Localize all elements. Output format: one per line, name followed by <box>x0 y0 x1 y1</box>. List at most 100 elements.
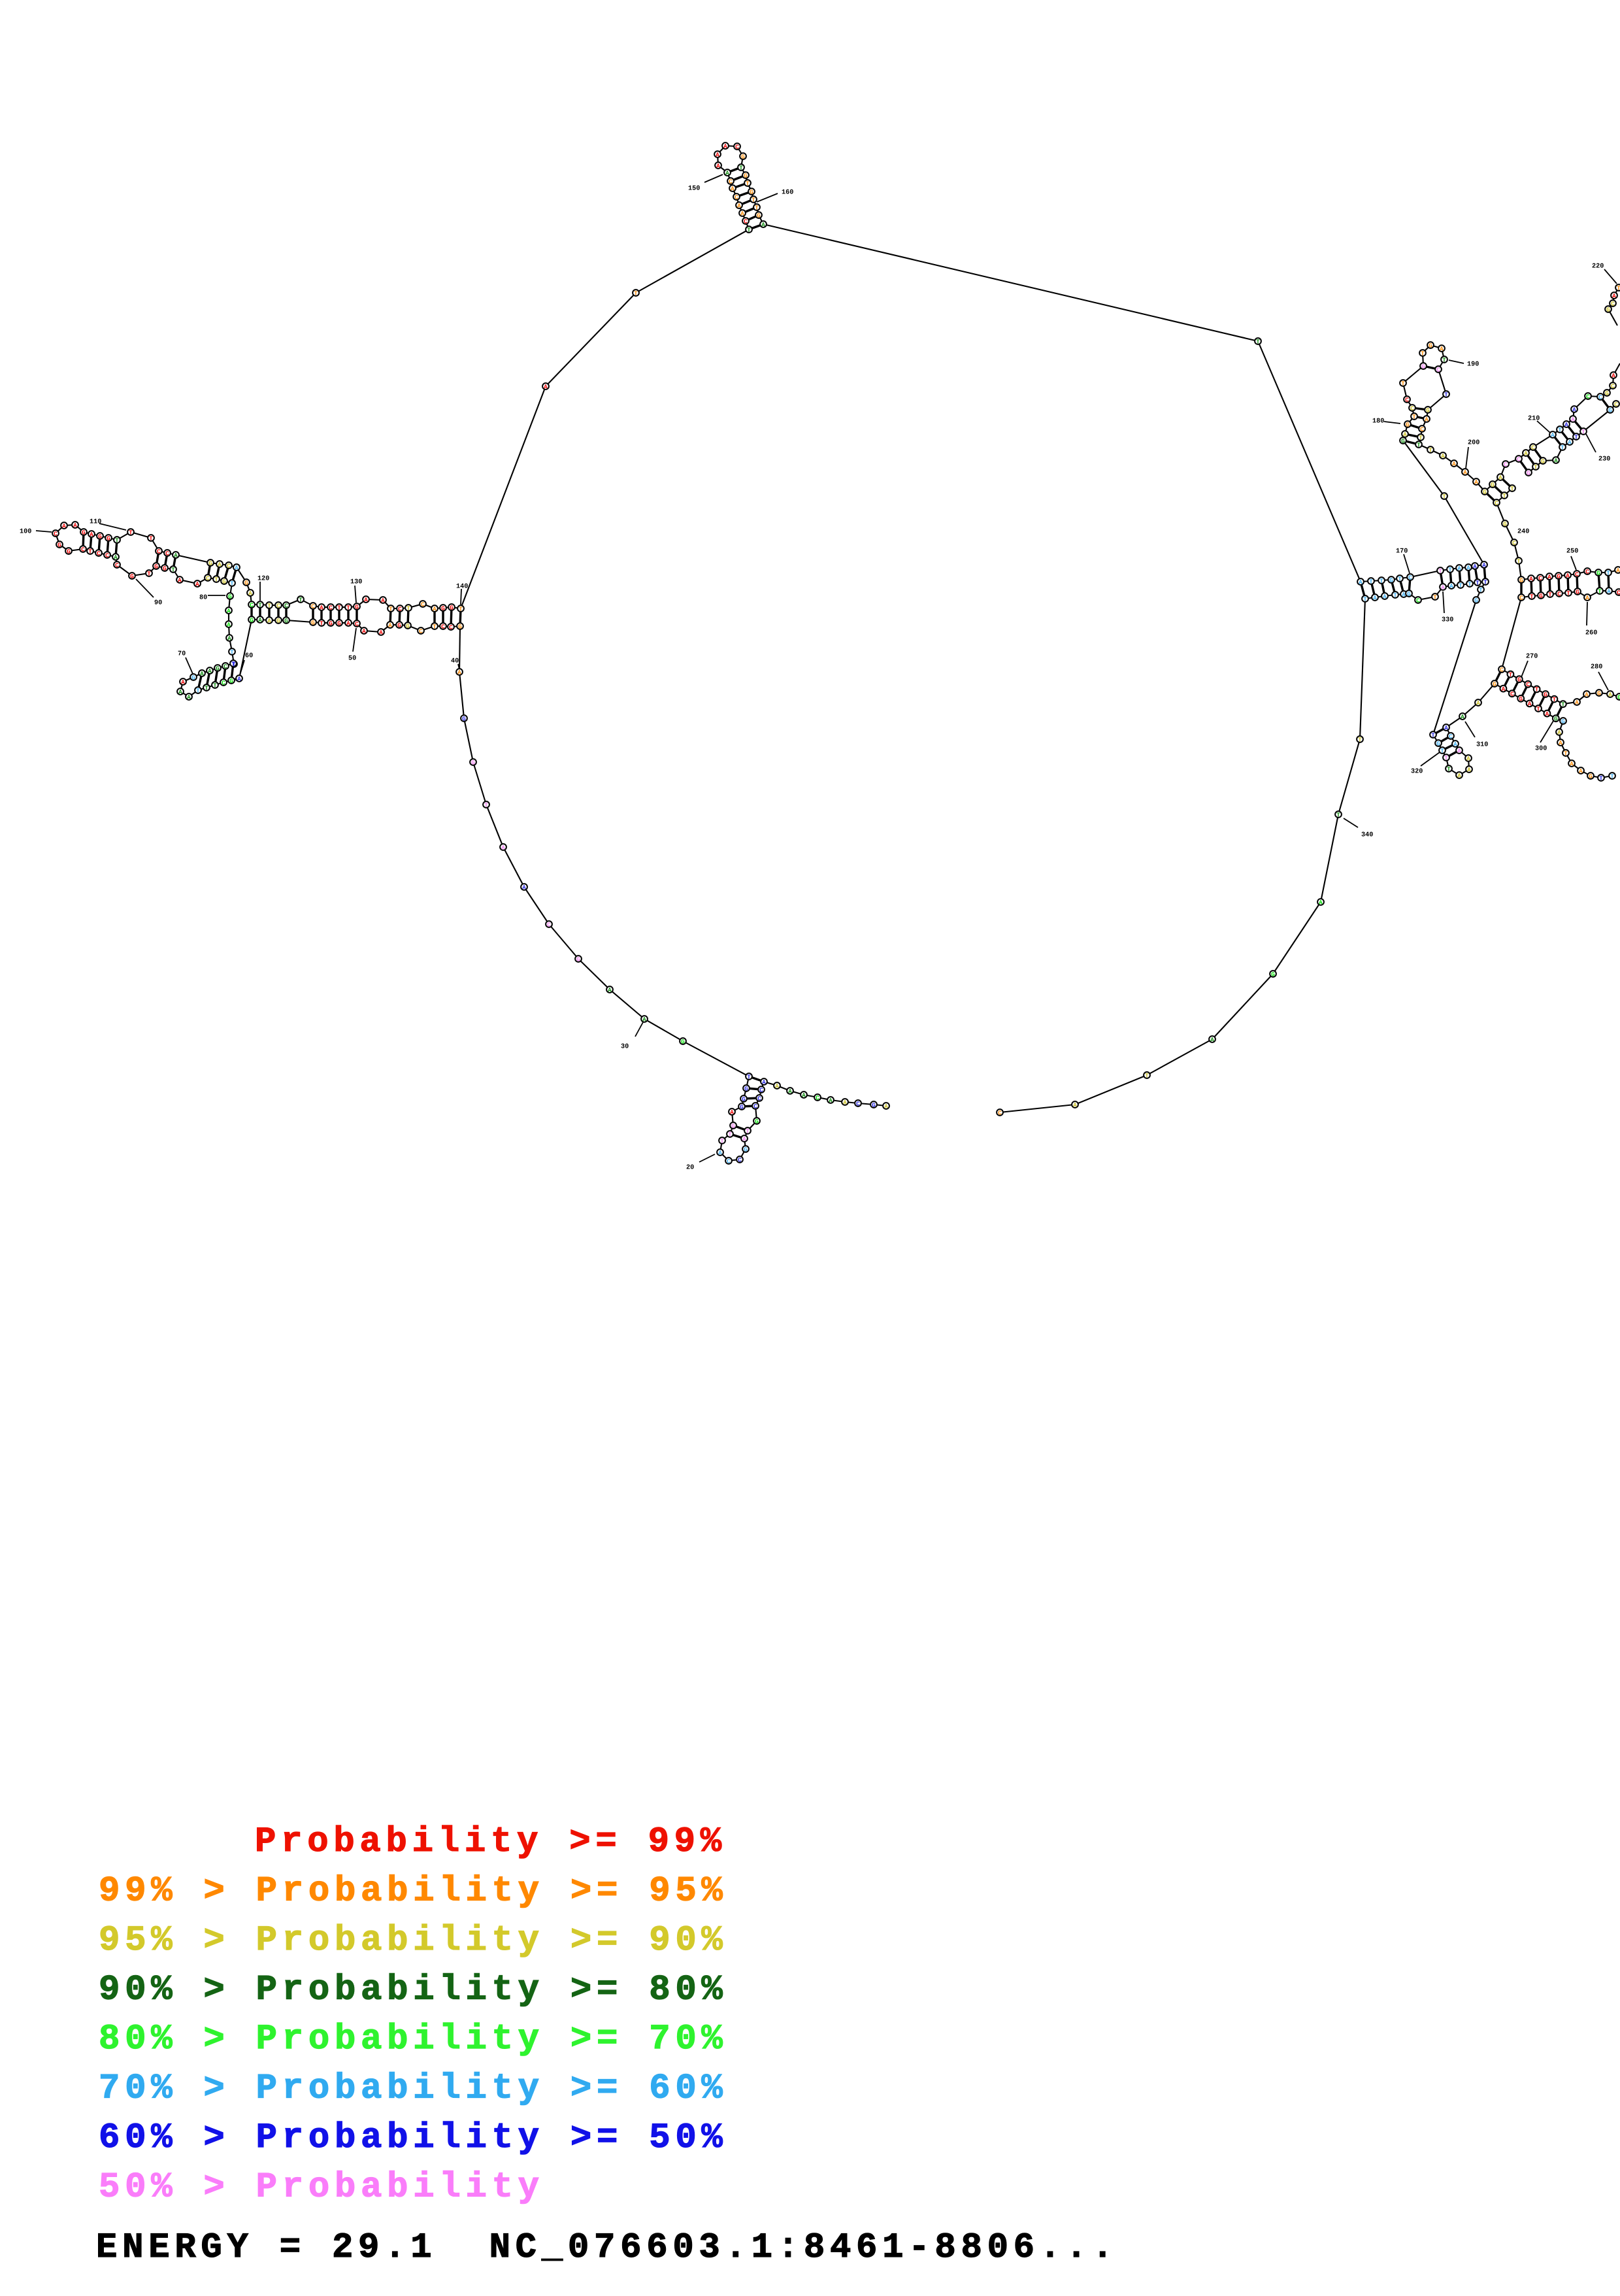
svg-text:T: T <box>1581 428 1585 435</box>
svg-text:A: A <box>1463 469 1467 476</box>
svg-text:C: C <box>223 663 227 670</box>
svg-text:T: T <box>232 661 236 668</box>
svg-text:G: G <box>576 956 580 963</box>
svg-text:Probability >= 99%: Probability >= 99% <box>255 1822 727 1862</box>
svg-text:A: A <box>737 202 741 209</box>
svg-text:210: 210 <box>1528 416 1540 423</box>
svg-text:C: C <box>1500 666 1504 673</box>
svg-text:G: G <box>130 573 134 580</box>
svg-text:A: A <box>174 552 178 559</box>
svg-text:A: A <box>1425 416 1429 423</box>
svg-text:T: T <box>1561 444 1564 451</box>
svg-text:G: G <box>1557 573 1561 580</box>
svg-text:A: A <box>1444 724 1448 731</box>
svg-text:G: G <box>1503 520 1507 527</box>
svg-text:A: A <box>1498 474 1502 481</box>
svg-text:G: G <box>107 535 110 542</box>
svg-text:320: 320 <box>1411 769 1423 776</box>
svg-text:G: G <box>1401 437 1405 444</box>
svg-text:G: G <box>1539 592 1543 599</box>
svg-text:A: A <box>62 522 66 529</box>
svg-text:60% > Probability >= 50%: 60% > Probability >= 50% <box>99 2118 728 2158</box>
svg-text:G: G <box>471 759 475 766</box>
svg-text:T: T <box>459 605 463 612</box>
svg-text:G: G <box>1519 695 1523 703</box>
svg-text:A: A <box>1571 416 1575 423</box>
svg-text:A: A <box>1474 478 1478 486</box>
svg-text:A: A <box>1441 452 1445 459</box>
svg-text:A: A <box>1373 594 1377 601</box>
svg-text:G: G <box>250 616 254 624</box>
svg-text:G: G <box>1544 691 1547 698</box>
svg-text:G: G <box>1407 590 1411 597</box>
svg-text:T: T <box>149 535 153 542</box>
svg-text:T: T <box>1447 765 1451 773</box>
svg-text:G: G <box>757 212 761 219</box>
svg-text:A: A <box>1612 372 1615 379</box>
svg-text:T: T <box>1419 434 1423 441</box>
svg-text:T: T <box>1431 731 1435 739</box>
svg-text:T: T <box>1548 591 1552 598</box>
svg-text:G: G <box>1483 488 1487 495</box>
svg-text:G: G <box>337 620 341 627</box>
svg-text:A: A <box>1319 899 1323 906</box>
svg-text:A: A <box>1457 565 1461 572</box>
svg-text:A: A <box>1557 729 1561 736</box>
svg-text:ENERGY = 29.1 NC_076603.1:846: ENERGY = 29.1 NC_076603.1:8461-8806... <box>96 2228 1118 2268</box>
svg-text:T: T <box>1421 350 1425 357</box>
svg-text:G: G <box>740 1103 744 1110</box>
svg-text:A: A <box>1502 686 1506 693</box>
svg-text:A: A <box>218 561 222 568</box>
svg-text:120: 120 <box>257 576 269 583</box>
svg-text:A: A <box>1607 588 1611 595</box>
svg-text:T: T <box>1444 754 1448 761</box>
svg-text:G: G <box>744 172 748 179</box>
svg-text:T: T <box>1509 671 1513 678</box>
svg-text:A: A <box>1457 772 1461 779</box>
svg-text:T: T <box>1336 811 1340 818</box>
svg-text:C: C <box>449 624 453 631</box>
svg-text:A: A <box>364 596 368 603</box>
svg-text:G: G <box>154 563 158 570</box>
svg-text:90: 90 <box>154 600 162 607</box>
svg-text:G: G <box>731 1122 735 1129</box>
svg-text:T: T <box>1417 441 1421 448</box>
svg-text:A: A <box>1566 572 1570 579</box>
svg-text:A: A <box>1612 292 1616 299</box>
svg-text:T: T <box>1444 391 1448 398</box>
svg-text:G: G <box>1426 407 1430 414</box>
svg-text:A: A <box>731 185 735 192</box>
svg-text:T: T <box>346 604 350 611</box>
svg-text:C: C <box>81 546 85 553</box>
svg-text:A: A <box>200 670 204 677</box>
svg-text:T: T <box>1610 773 1614 780</box>
svg-text:T: T <box>1517 557 1521 565</box>
svg-text:T: T <box>196 687 200 694</box>
svg-text:C: C <box>105 552 109 559</box>
svg-text:G: G <box>441 605 445 612</box>
svg-text:T: T <box>1468 580 1472 588</box>
svg-text:G: G <box>450 604 454 611</box>
svg-text:C: C <box>856 1100 860 1107</box>
svg-text:G: G <box>742 1095 746 1103</box>
svg-text:C: C <box>227 562 231 569</box>
svg-text:T: T <box>1401 380 1405 387</box>
svg-text:A: A <box>187 693 191 701</box>
svg-text:T: T <box>1412 413 1416 420</box>
svg-text:A: A <box>1559 739 1562 746</box>
svg-text:A: A <box>346 620 350 627</box>
svg-text:T: T <box>1393 591 1397 599</box>
svg-text:C: C <box>1420 425 1424 433</box>
svg-text:G: G <box>458 623 462 630</box>
svg-text:T: T <box>129 529 133 536</box>
svg-text:T: T <box>1483 578 1487 586</box>
svg-text:T: T <box>230 648 234 656</box>
svg-text:G: G <box>1596 569 1600 576</box>
svg-text:T: T <box>1256 338 1260 345</box>
svg-text:G: G <box>1474 597 1478 604</box>
svg-text:C: C <box>1512 539 1516 546</box>
svg-text:A: A <box>1467 766 1471 773</box>
svg-text:A: A <box>1585 691 1589 698</box>
svg-text:A: A <box>320 604 323 611</box>
svg-text:G: G <box>462 715 466 722</box>
